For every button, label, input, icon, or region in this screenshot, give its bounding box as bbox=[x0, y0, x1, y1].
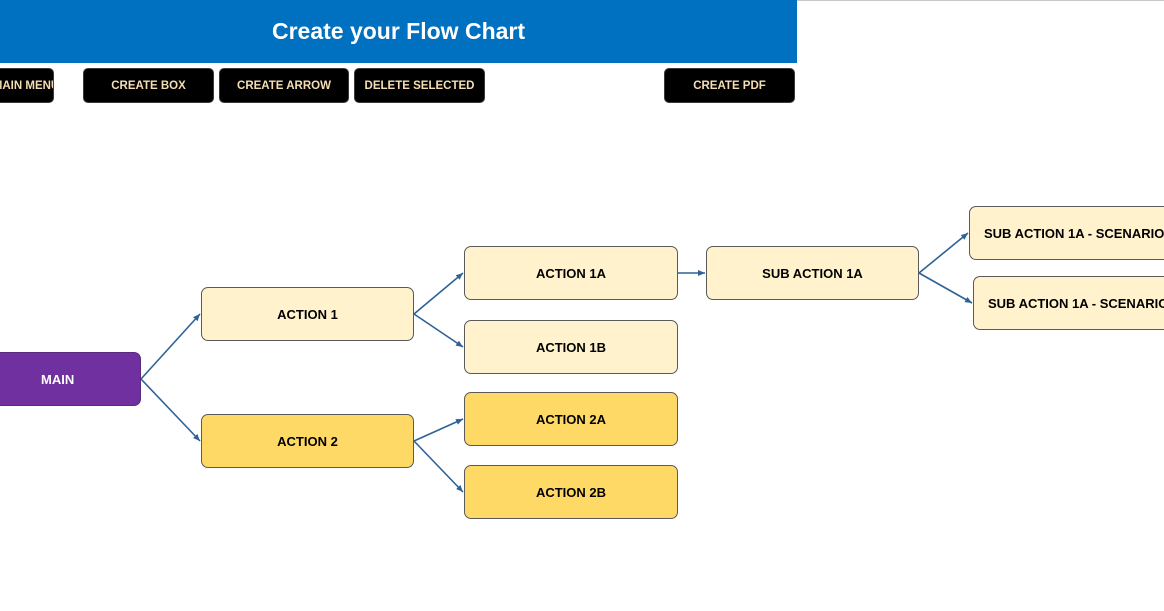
flow-node-label: SUB ACTION 1A bbox=[762, 265, 863, 281]
flow-node-action-2[interactable]: ACTION 2 bbox=[201, 414, 414, 468]
connector-arrow-action-1-to-action-1b[interactable] bbox=[413, 313, 464, 348]
flow-node-sub-action-1a-scenario-2[interactable]: SUB ACTION 1A - SCENARIO 2 bbox=[973, 276, 1164, 330]
connector-arrow-main-to-action-2[interactable] bbox=[140, 378, 201, 442]
page-header: Create your Flow Chart bbox=[0, 0, 797, 63]
flow-node-sub-action-1a-scenario-1[interactable]: SUB ACTION 1A - SCENARIO 1 bbox=[969, 206, 1164, 260]
create-arrow-button[interactable]: CREATE ARROW bbox=[219, 68, 349, 103]
create-arrow-button-label: CREATE ARROW bbox=[237, 79, 331, 92]
flow-node-label: ACTION 2B bbox=[535, 484, 607, 500]
top-border-line bbox=[797, 0, 1164, 1]
flow-node-label: ACTION 1B bbox=[535, 339, 607, 355]
flow-node-label: MAIN bbox=[41, 371, 75, 387]
flow-node-label: SUB ACTION 1A - SCENARIO 1 bbox=[984, 225, 1164, 241]
flow-node-label: ACTION 2A bbox=[535, 411, 607, 427]
flow-node-main[interactable]: MAIN bbox=[0, 352, 141, 406]
flow-node-action-2b[interactable]: ACTION 2B bbox=[464, 465, 678, 519]
create-pdf-button[interactable]: CREATE PDF bbox=[664, 68, 795, 103]
main-menu-button[interactable]: MAIN MENU bbox=[0, 68, 54, 103]
delete-selected-button[interactable]: DELETE SELECTED bbox=[354, 68, 485, 103]
main-menu-button-label: MAIN MENU bbox=[0, 79, 53, 92]
connector-arrow-sub-action-1a-to-sub-action-1a-scenario-1[interactable] bbox=[918, 232, 969, 274]
flow-node-sub-action-1a[interactable]: SUB ACTION 1A bbox=[706, 246, 919, 300]
flow-node-action-2a[interactable]: ACTION 2A bbox=[464, 392, 678, 446]
flow-node-action-1b[interactable]: ACTION 1B bbox=[464, 320, 678, 374]
connector-arrow-sub-action-1a-to-sub-action-1a-scenario-2[interactable] bbox=[918, 272, 973, 304]
flow-node-label: ACTION 1 bbox=[277, 306, 338, 322]
flow-node-label: ACTION 1A bbox=[535, 265, 607, 281]
page-title: Create your Flow Chart bbox=[271, 18, 526, 44]
connector-arrow-main-to-action-1[interactable] bbox=[140, 313, 201, 380]
flow-node-action-1a[interactable]: ACTION 1A bbox=[464, 246, 678, 300]
flow-node-action-1[interactable]: ACTION 1 bbox=[201, 287, 414, 341]
create-pdf-button-label: CREATE PDF bbox=[693, 79, 766, 92]
create-box-button[interactable]: CREATE BOX bbox=[83, 68, 214, 103]
connector-arrow-action-1-to-action-1a[interactable] bbox=[413, 272, 464, 315]
flow-node-label: SUB ACTION 1A - SCENARIO 2 bbox=[988, 295, 1164, 311]
connector-arrow-action-2-to-action-2a[interactable] bbox=[413, 418, 464, 442]
connector-arrow-action-2-to-action-2b[interactable] bbox=[413, 440, 464, 493]
flow-node-label: ACTION 2 bbox=[277, 433, 338, 449]
create-box-button-label: CREATE BOX bbox=[111, 79, 186, 92]
delete-selected-button-label: DELETE SELECTED bbox=[364, 79, 475, 92]
